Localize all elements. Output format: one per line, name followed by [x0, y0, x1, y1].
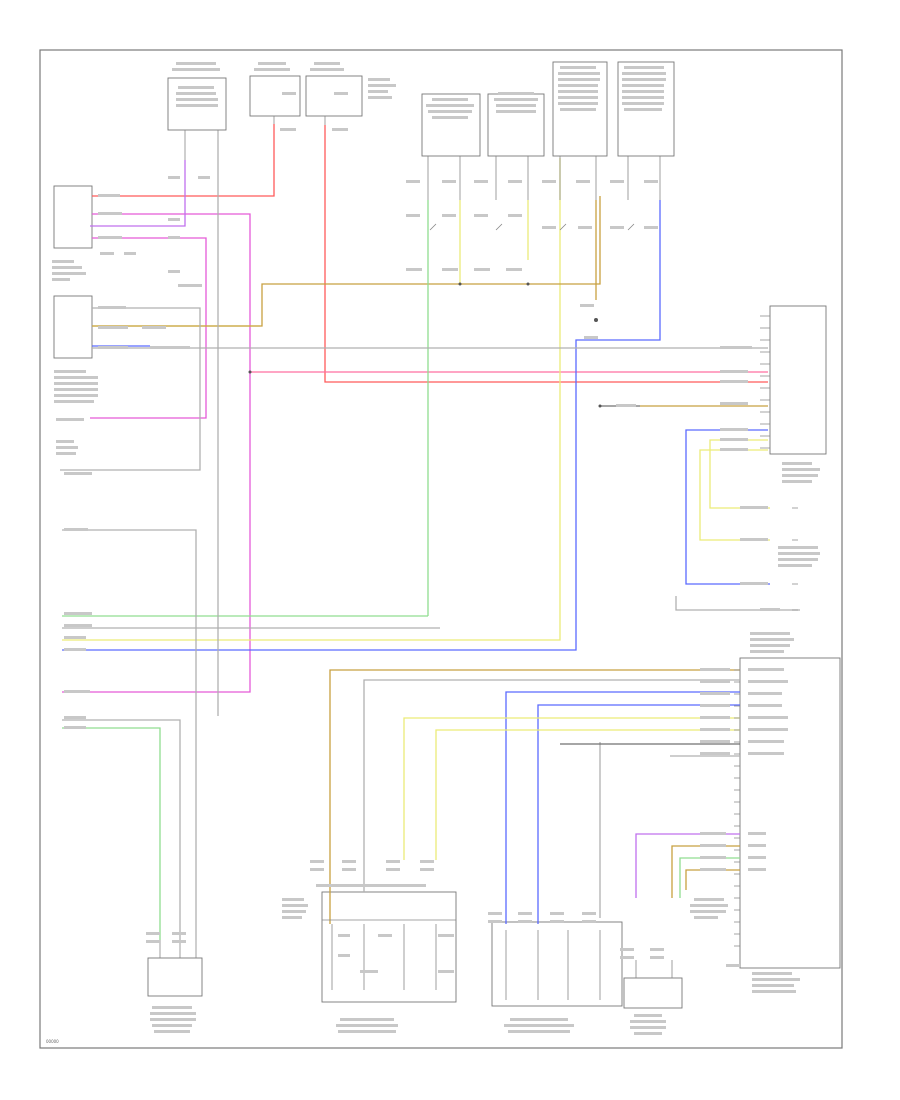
wire-tan-main	[92, 196, 601, 327]
terminal-switch-right	[505, 930, 601, 1000]
wire-blue-bottom-1	[505, 691, 740, 924]
wire-yellow-long	[62, 158, 561, 641]
module-top-2	[487, 93, 545, 157]
wire-red-top	[92, 124, 275, 197]
wire-gray-left	[60, 307, 201, 471]
terminal-module-1	[427, 156, 461, 200]
switch-assembly-right	[491, 921, 623, 1007]
terminal-switch-mark-2	[792, 507, 798, 611]
wire-gray-bottom-3	[62, 719, 181, 940]
terminal-module-2	[495, 156, 529, 200]
terminals	[159, 116, 798, 1000]
wire-magenta-1	[62, 213, 251, 693]
junction-3	[598, 404, 602, 408]
junction-5	[526, 282, 530, 286]
terminal-switch-mark-1	[429, 223, 635, 231]
terminal-module-4	[627, 156, 661, 200]
diagram-frame	[39, 49, 843, 1049]
wire-blue-top-right	[62, 200, 661, 651]
terminal-module-3	[559, 156, 597, 200]
junction-4	[458, 282, 462, 286]
wire-yellow-bottom-2	[435, 729, 740, 860]
terminal-fuse-left	[184, 130, 219, 160]
diagram-reference-code: 00000	[46, 1039, 59, 1044]
terminal-right-lower	[734, 669, 740, 947]
connector-right-upper	[769, 305, 827, 455]
wires	[60, 124, 800, 940]
connector-left-2	[53, 295, 93, 359]
terminal-switch-left	[322, 919, 456, 990]
junction-2	[594, 318, 598, 322]
switch-assembly-left	[321, 891, 457, 1003]
wire-gray-bottom	[363, 679, 740, 892]
terminal-bottom-right	[635, 960, 673, 978]
fuse-block-right	[305, 75, 363, 117]
wire-purple-bottom-right	[635, 833, 740, 898]
wire-tan-bottom-right-2	[685, 869, 740, 890]
wire-gray-left-2	[62, 529, 197, 940]
wire-tan-bottom-right	[671, 845, 740, 898]
connector-right-lower	[739, 657, 841, 969]
wire-green-left	[62, 727, 161, 940]
junctions	[248, 282, 602, 408]
component-bottom-left	[147, 957, 203, 997]
wire-yellow-bottom-1	[403, 717, 740, 860]
wire-magenta-2	[90, 237, 207, 419]
wire-green-bottom-right	[679, 857, 740, 898]
terminal-right-upper	[760, 315, 770, 449]
wire-purple-1	[90, 160, 186, 227]
fuse-block-center	[249, 75, 301, 117]
component-bottom-right	[623, 977, 683, 1009]
wire-red-long	[324, 125, 768, 383]
module-top-1	[421, 93, 481, 157]
junction-1	[248, 370, 252, 374]
components	[53, 61, 841, 1009]
wire-tan-bottom	[329, 669, 740, 924]
connector-left-1	[53, 185, 93, 249]
wire-blue-bottom-2	[537, 704, 740, 924]
wire-gray-right-2	[675, 596, 800, 611]
label-marks	[52, 62, 820, 1035]
